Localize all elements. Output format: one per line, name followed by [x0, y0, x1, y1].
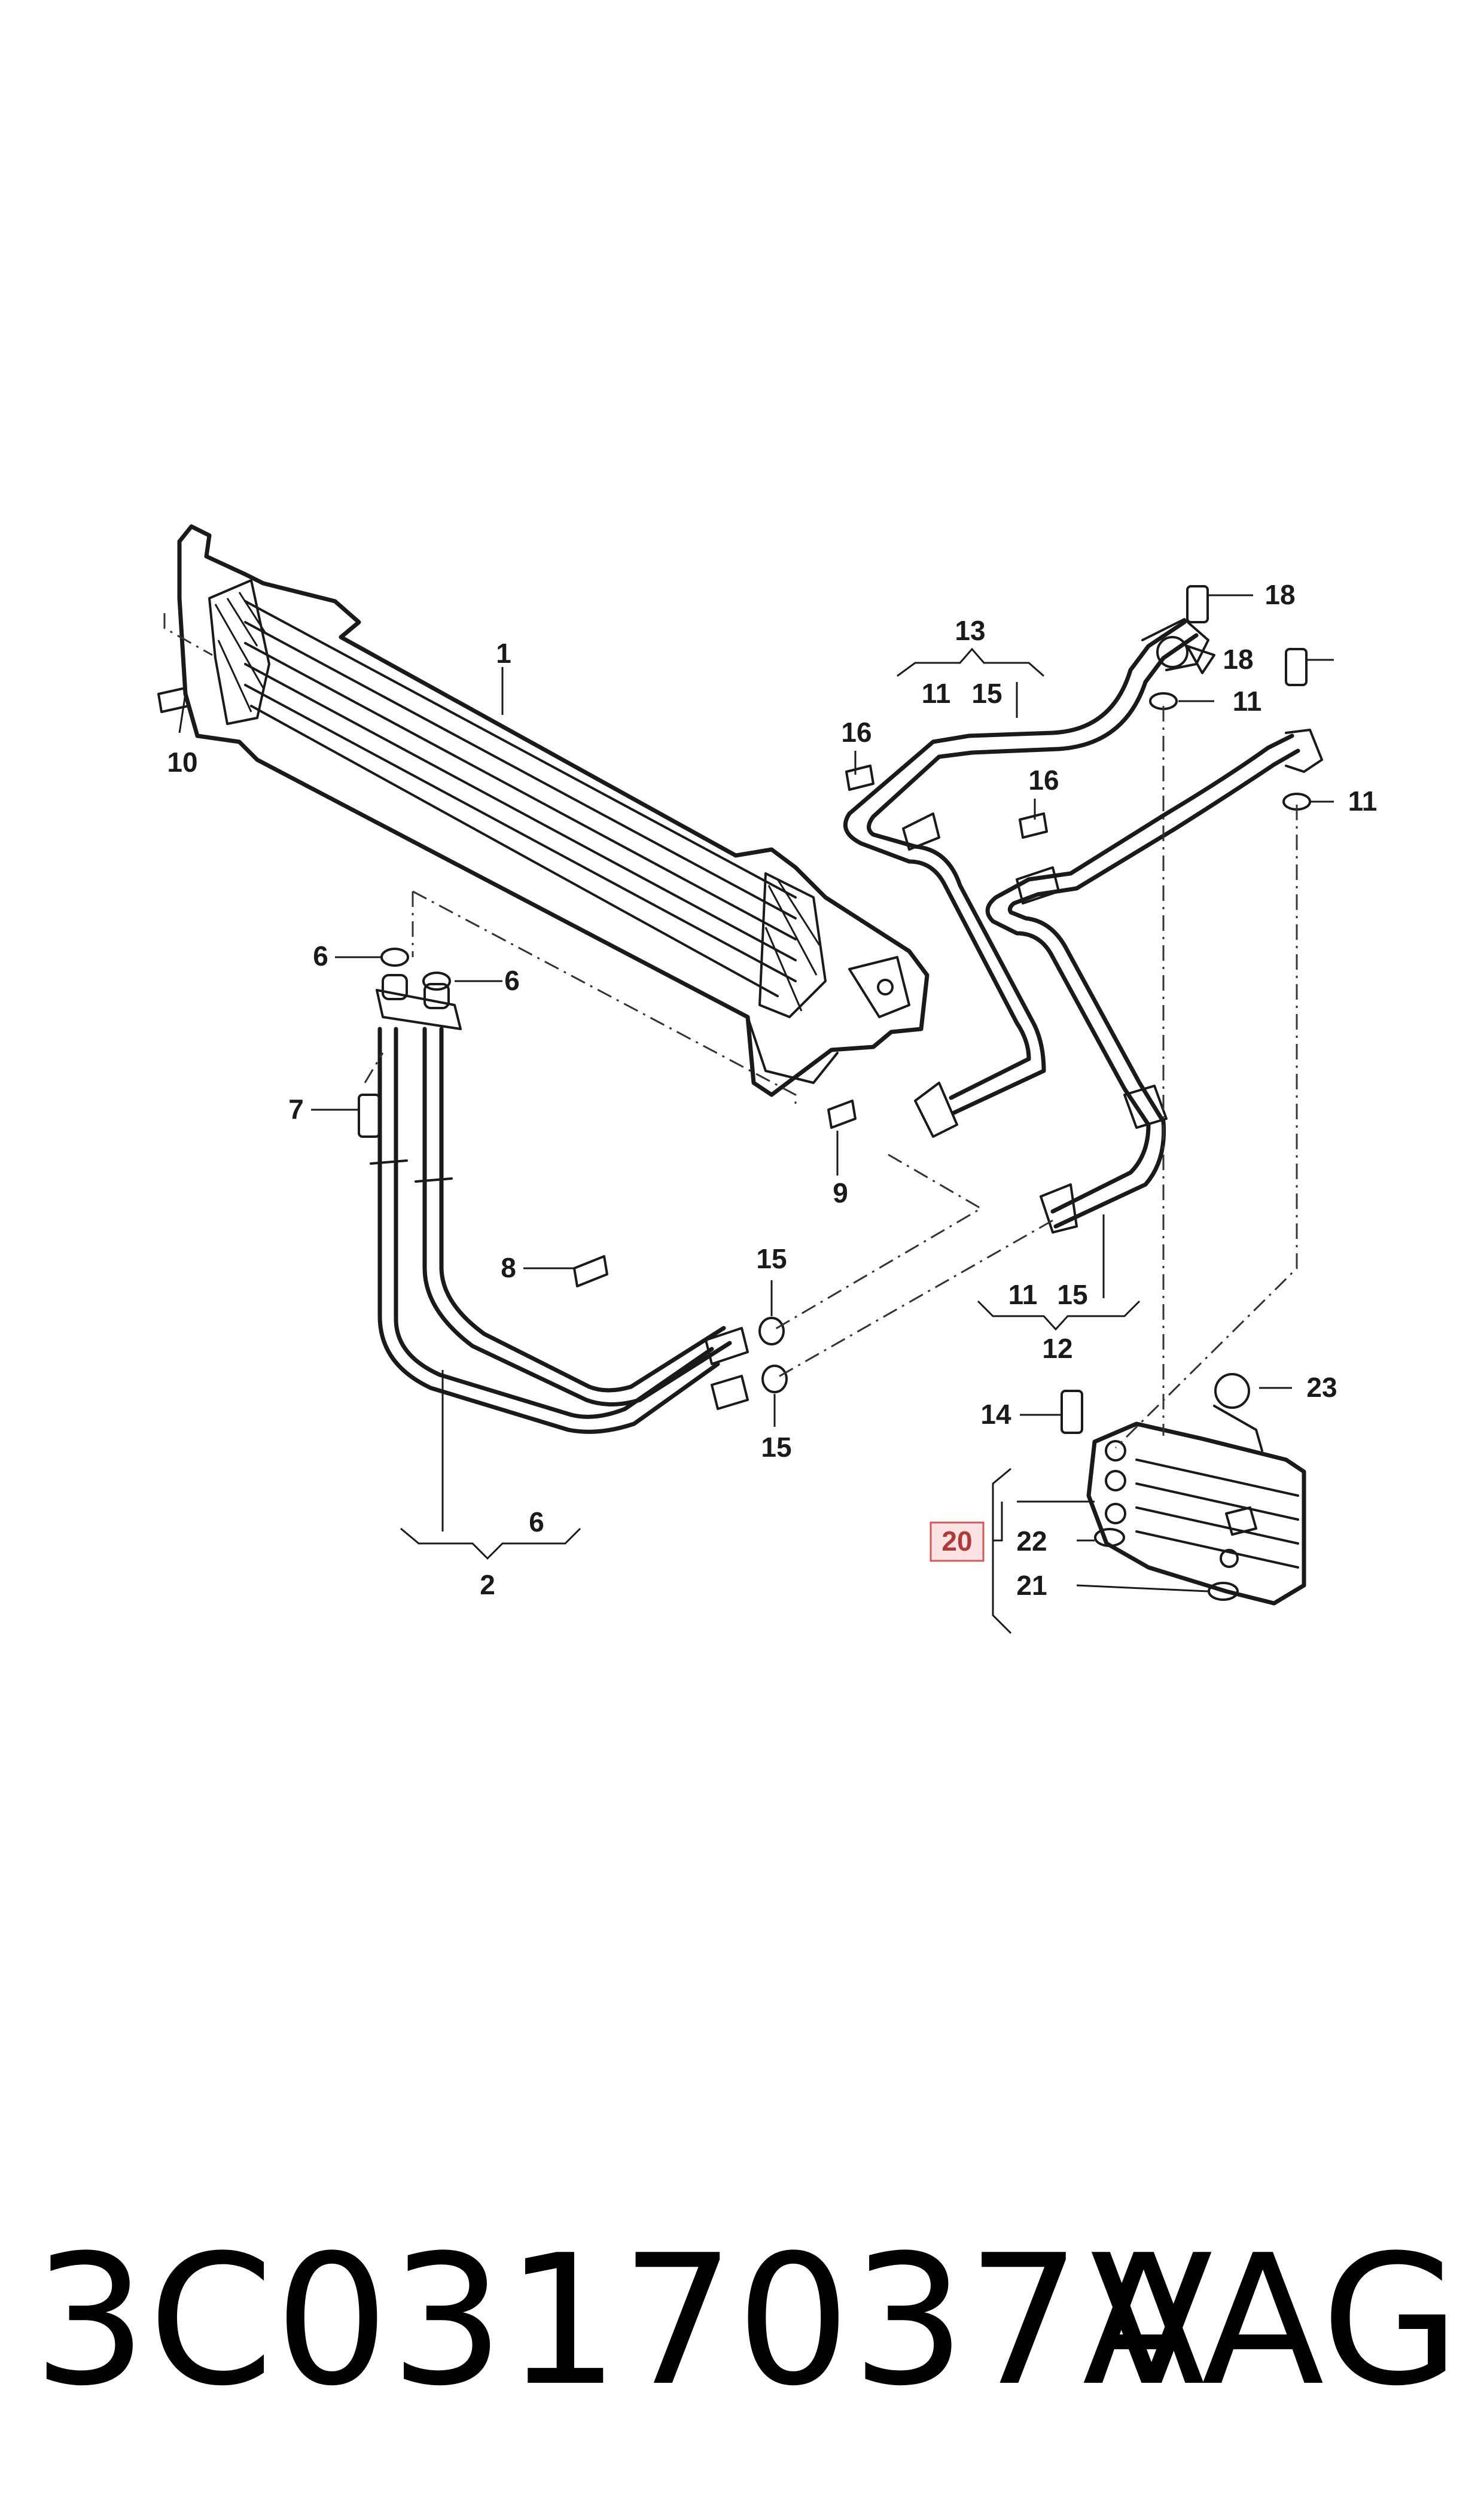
callout-11-hose13: 11: [922, 678, 951, 709]
callout-9: 9: [833, 1177, 848, 1208]
callout-11-top: 11: [1233, 686, 1262, 717]
callout-16-right: 16: [1028, 765, 1059, 796]
leader-lines: [178, 594, 1334, 1634]
bolts-and-seals: [157, 585, 1311, 1601]
callout-13: 13: [955, 615, 985, 646]
callout-11-hose12: 11: [1008, 1279, 1038, 1310]
oil-cooler-radiator: [177, 524, 930, 1097]
callout-14: 14: [980, 1399, 1011, 1430]
callout-15-hose12: 15: [1057, 1279, 1087, 1310]
callout-6-bracket: 6: [529, 1506, 544, 1537]
part-number: 3C0317037A: [33, 2216, 1206, 2425]
callout-2: 2: [480, 1569, 495, 1600]
callout-21: 21: [1016, 1570, 1047, 1601]
callout-23: 23: [1306, 1372, 1337, 1403]
callout-15-upper: 15: [756, 1243, 787, 1274]
callout-11-right: 11: [1348, 785, 1378, 817]
atf-cooler-20: [1086, 1421, 1306, 1606]
oil-line-pair-2: [370, 974, 749, 1434]
oil-hose-12: [985, 729, 1323, 1234]
callout-15-hose13: 15: [971, 678, 1002, 709]
callout-labels: 1 2 6 6 6 7 8 9 10 11 11 11 11 12 13 14 …: [167, 579, 1377, 1601]
assembly-lines: [163, 613, 1298, 1449]
callout-7: 7: [288, 1094, 304, 1125]
callout-16-left: 16: [841, 717, 871, 748]
callout-6-right: 6: [504, 965, 520, 996]
callout-20[interactable]: 20: [941, 1526, 972, 1557]
callout-15-lower: 15: [761, 1432, 791, 1463]
callout-12: 12: [1042, 1333, 1072, 1364]
callout-18-right: 18: [1223, 644, 1253, 675]
callout-22: 22: [1016, 1526, 1047, 1557]
callout-10: 10: [167, 747, 197, 778]
part-info-footer: 3C0317037A VAG: [0, 2213, 1484, 2429]
callout-6-left: 6: [313, 940, 328, 972]
callout-1: 1: [496, 638, 511, 669]
brand-name: VAG: [1090, 2216, 1460, 2425]
callout-8: 8: [501, 1252, 516, 1283]
oil-hose-13: [843, 618, 1215, 1138]
callout-18-top: 18: [1264, 579, 1295, 610]
callout-20-highlight[interactable]: 20: [930, 1521, 985, 1562]
